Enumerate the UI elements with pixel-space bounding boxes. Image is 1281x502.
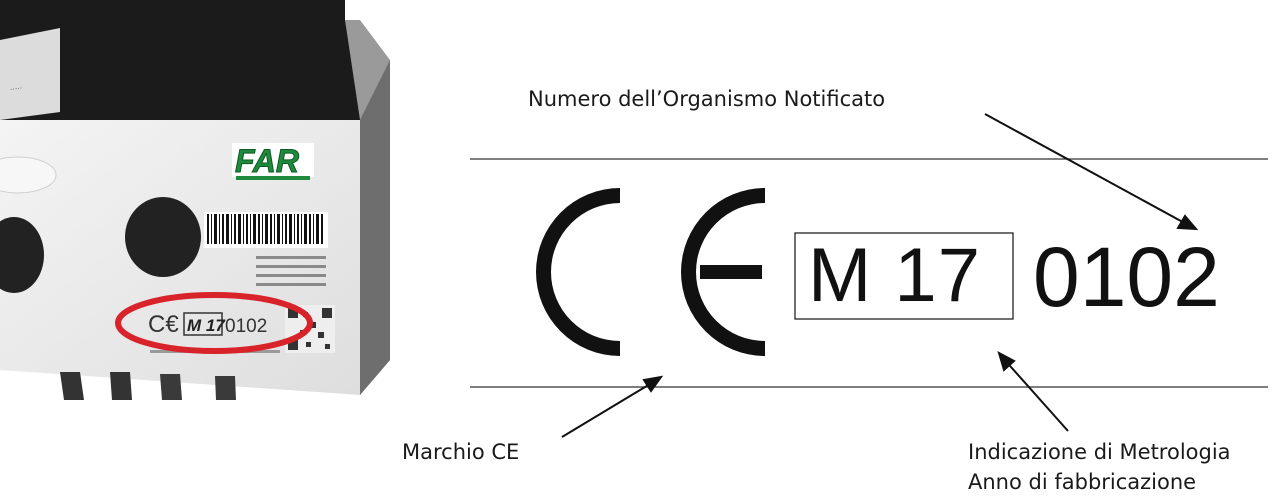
- svg-text:.....: .....: [9, 80, 23, 92]
- photo-marking-number: 0102: [225, 316, 267, 337]
- barcode: [204, 212, 328, 248]
- arrow-metrology: [1002, 357, 1069, 432]
- label-ce-mark: Marchio CE: [402, 440, 520, 464]
- photo-marking-text: M 17: [187, 316, 226, 335]
- highlight-ellipse: [115, 292, 313, 354]
- svg-text:FAR: FAR: [235, 143, 299, 179]
- metrology-text: M 17: [808, 233, 981, 318]
- label-metrology-line1: Indicazione di Metrologia: [968, 440, 1231, 464]
- meter-photo: ..... FAR: [0, 0, 390, 400]
- photo-marking: C€ M 17 0102: [148, 311, 267, 338]
- far-logo: FAR: [232, 143, 314, 180]
- notified-body-number: 0102: [1033, 230, 1220, 324]
- label-notified-body: Numero dell’Organismo Notificato: [528, 87, 886, 111]
- svg-text:C€: C€: [148, 311, 179, 338]
- label-metrology-line2: Anno di fabbricazione: [968, 470, 1197, 494]
- arrow-ce-mark: [561, 380, 656, 438]
- arrow-notified-body: [984, 113, 1191, 227]
- ce-mark: [536, 188, 765, 356]
